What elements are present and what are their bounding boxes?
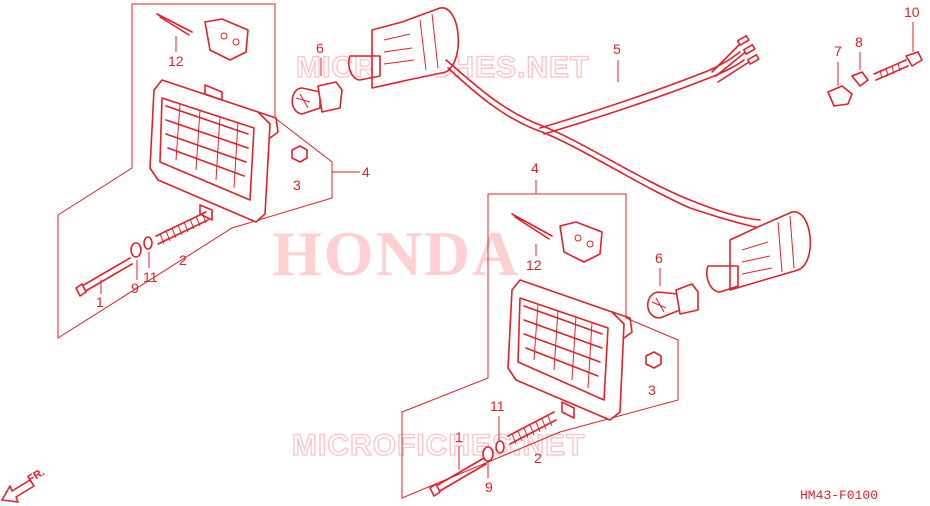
- label-5: 5: [613, 41, 621, 57]
- label-10: 10: [904, 4, 920, 20]
- left-bulb-group: 6: [291, 40, 343, 115]
- collar-icon: [827, 85, 853, 107]
- left-bolt-icon: [75, 257, 133, 297]
- screw-icon: [873, 51, 923, 81]
- front-direction-indicator: FR.: [1, 466, 47, 503]
- left-lock-washer-icon: [143, 236, 153, 250]
- left-label-11: 11: [143, 269, 158, 285]
- left-washer-icon: [130, 242, 142, 258]
- right-washer-icon: [482, 446, 494, 462]
- label-6-right: 6: [655, 250, 663, 266]
- right-spring-icon: [507, 411, 557, 445]
- right-clip-icon: [511, 213, 603, 263]
- right-bulb-icon: [646, 291, 681, 319]
- left-spring-icon: [155, 211, 209, 245]
- left-label-4: 4: [362, 164, 370, 180]
- diagram-code: HM43-F0100: [800, 488, 878, 503]
- left-label-12: 12: [168, 53, 184, 69]
- right-label-4: 4: [531, 160, 539, 176]
- watermark-honda: HONDA: [272, 218, 520, 289]
- label-6-left: 6: [316, 40, 324, 56]
- left-label-3: 3: [293, 177, 301, 193]
- harness-group: 5: [347, 7, 812, 293]
- spacer-icon: [851, 71, 869, 87]
- right-label-3: 3: [648, 382, 656, 398]
- right-bolt-icon: [429, 457, 487, 497]
- left-label-1: 1: [96, 294, 104, 310]
- left-nut-icon: [291, 145, 308, 163]
- right-label-1: 1: [455, 429, 463, 445]
- left-clip-icon: [156, 13, 249, 61]
- right-lamp-group: 4 12 3 11 2 1 9: [401, 160, 679, 499]
- right-lock-washer-icon: [495, 440, 505, 454]
- right-lamp-housing-icon: [507, 279, 633, 421]
- lower-socket-icon: [729, 211, 812, 291]
- left-label-9: 9: [131, 280, 139, 296]
- label-8: 8: [855, 34, 863, 50]
- left-lamp-housing-icon: [149, 79, 279, 223]
- label-7: 7: [834, 43, 842, 59]
- left-lamp-group: 12 3 4 2 11 9 1: [57, 3, 370, 339]
- left-group-outline: [57, 3, 333, 339]
- upper-socket-icon: [371, 7, 460, 89]
- right-label-11: 11: [490, 398, 505, 414]
- front-label: FR.: [26, 466, 47, 485]
- right-group-outline: [401, 193, 679, 499]
- front-arrow-icon: [1, 479, 35, 503]
- right-label-9: 9: [485, 479, 493, 495]
- right-label-12: 12: [526, 257, 542, 273]
- right-label-2: 2: [534, 450, 542, 466]
- right-bulb-group: 6: [646, 250, 699, 319]
- watermark-site-bottom: MICROFICHES.NET: [292, 429, 585, 462]
- left-label-2: 2: [179, 252, 187, 268]
- right-nut-icon: [645, 351, 662, 369]
- hardware-group: 7 8 10: [827, 4, 923, 107]
